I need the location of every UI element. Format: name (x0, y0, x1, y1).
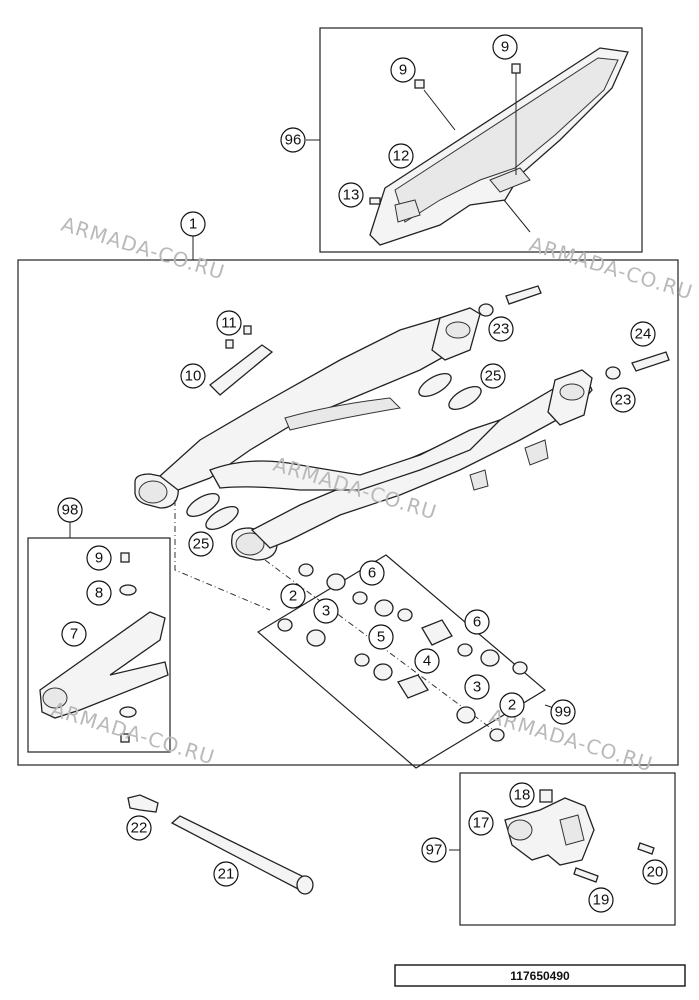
svg-text:6: 6 (368, 565, 376, 582)
callout-99[interactable]: 99 (550, 699, 576, 725)
callout-6-top[interactable]: 6 (359, 560, 385, 586)
callout-4[interactable]: 4 (414, 648, 440, 674)
svg-text:7: 7 (70, 626, 78, 643)
seal-25a-drawing (418, 372, 482, 411)
bolt-9b-drawing (511, 63, 521, 175)
callout-98[interactable]: 98 (57, 497, 83, 523)
svg-text:10: 10 (185, 368, 202, 385)
callout-25-right[interactable]: 25 (480, 363, 506, 389)
callout-23-right[interactable]: 23 (610, 387, 636, 413)
callout-24[interactable]: 24 (630, 321, 656, 347)
pin-23a-drawing (505, 285, 542, 305)
svg-text:3: 3 (473, 679, 481, 696)
bushing-23b-drawing (605, 366, 621, 380)
callout-96[interactable]: 96 (280, 127, 306, 153)
callout-1[interactable]: 1 (180, 211, 206, 237)
svg-text:6: 6 (473, 614, 481, 631)
callout-17[interactable]: 17 (468, 810, 494, 836)
callout-7[interactable]: 7 (61, 621, 87, 647)
svg-text:25: 25 (193, 536, 210, 553)
svg-text:11: 11 (221, 315, 237, 332)
callout-22[interactable]: 22 (126, 815, 152, 841)
bolt-9a-drawing (414, 79, 456, 131)
callout-2-right[interactable]: 2 (499, 692, 525, 718)
svg-text:25: 25 (485, 368, 502, 385)
callout-10[interactable]: 10 (180, 363, 206, 389)
callout-3-right[interactable]: 3 (464, 674, 490, 700)
pivot-axle-21-drawing (170, 815, 314, 895)
callout-97[interactable]: 97 (421, 837, 447, 863)
pin-24-drawing (631, 351, 670, 372)
svg-text:2: 2 (289, 588, 297, 605)
callout-9-slider[interactable]: 9 (86, 545, 112, 571)
callout-18[interactable]: 18 (509, 782, 535, 808)
callout-9-bolt-left[interactable]: 9 (390, 57, 416, 83)
svg-text:9: 9 (95, 550, 103, 567)
bolt-13-drawing (369, 197, 381, 205)
callout-6-right[interactable]: 6 (464, 609, 490, 635)
protector-10-drawing (209, 344, 274, 396)
callout-13[interactable]: 13 (338, 182, 364, 208)
guide-holder-drawing (504, 789, 655, 883)
callout-9-bolt-right[interactable]: 9 (492, 34, 518, 60)
svg-text:13: 13 (343, 187, 360, 204)
svg-text:98: 98 (62, 502, 79, 519)
svg-text:99: 99 (555, 704, 572, 721)
svg-text:2: 2 (508, 697, 516, 714)
svg-text:21: 21 (218, 866, 235, 883)
bushing-23a-drawing (478, 303, 494, 317)
svg-text:4: 4 (423, 653, 431, 670)
svg-text:97: 97 (426, 842, 443, 859)
svg-text:17: 17 (473, 815, 490, 832)
callout-12[interactable]: 12 (388, 143, 414, 169)
callout-23-top[interactable]: 23 (488, 316, 514, 342)
chain-slider-drawing (39, 552, 169, 743)
callout-21[interactable]: 21 (213, 861, 239, 887)
svg-text:23: 23 (493, 321, 510, 338)
document-number: 117650490 (510, 969, 570, 983)
callout-25-left[interactable]: 25 (188, 531, 214, 557)
svg-text:18: 18 (514, 787, 531, 804)
guide-holder-group-box (459, 772, 676, 926)
bearing-kit-parts (277, 563, 528, 742)
swingarm-group-box (17, 259, 679, 766)
swingarm-drawing (134, 307, 593, 561)
pivot-nut-22-drawing (127, 794, 159, 813)
callout-20[interactable]: 20 (642, 859, 668, 885)
svg-text:96: 96 (285, 132, 302, 149)
svg-text:8: 8 (95, 585, 103, 602)
svg-text:19: 19 (593, 892, 610, 909)
svg-text:9: 9 (501, 39, 509, 56)
watermark-2: ARMADA-CO.RU (527, 232, 696, 305)
callout-11[interactable]: 11 (216, 310, 242, 336)
chain-guide-drawing (369, 47, 629, 246)
svg-text:9: 9 (399, 62, 407, 79)
callout-19[interactable]: 19 (588, 887, 614, 913)
callout-8[interactable]: 8 (86, 580, 112, 606)
callout-5[interactable]: 5 (368, 624, 394, 650)
callout-3-left[interactable]: 3 (313, 598, 339, 624)
svg-text:1: 1 (189, 216, 197, 233)
callout-2-left[interactable]: 2 (280, 583, 306, 609)
svg-text:23: 23 (615, 392, 632, 409)
screw-11-drawing (225, 325, 252, 349)
seal-25b-drawing (186, 492, 239, 531)
document-number-box: 117650490 (394, 964, 686, 987)
svg-text:12: 12 (393, 148, 410, 165)
axis-line-left (174, 500, 271, 611)
svg-text:5: 5 (377, 629, 385, 646)
svg-text:3: 3 (322, 603, 330, 620)
svg-text:24: 24 (635, 326, 652, 343)
svg-text:20: 20 (647, 864, 664, 881)
svg-text:22: 22 (131, 820, 148, 837)
chain-slider-group-box (27, 537, 171, 753)
